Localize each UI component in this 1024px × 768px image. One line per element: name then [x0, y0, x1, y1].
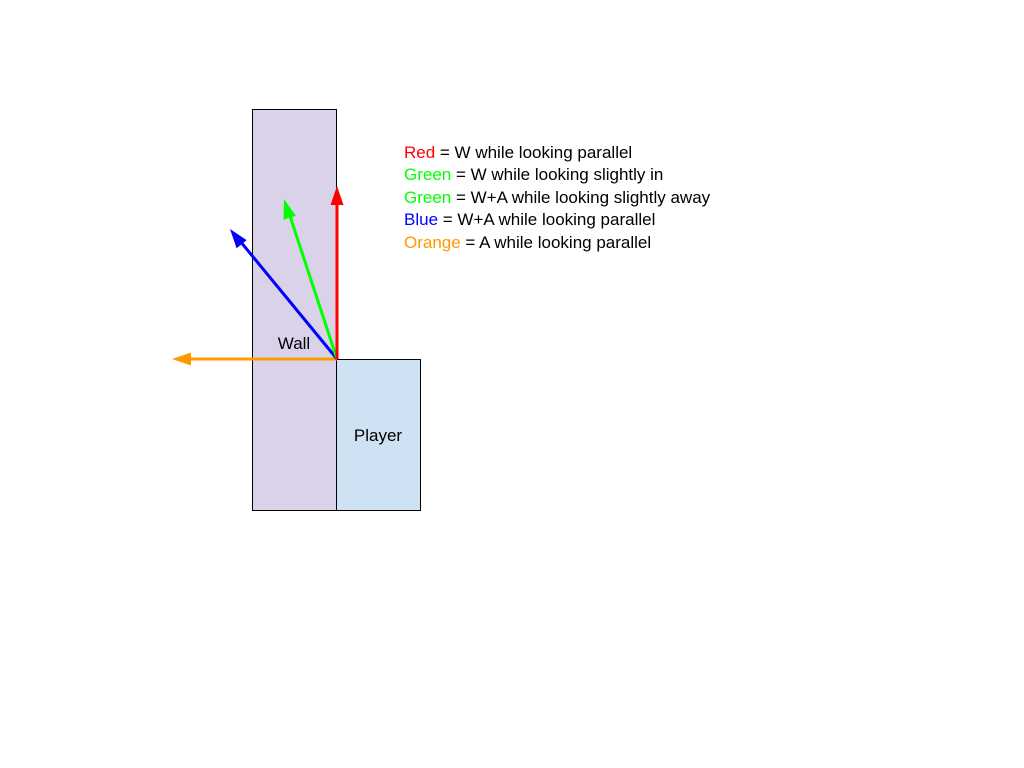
green-arrow — [283, 199, 339, 360]
legend-color-name: Red — [404, 143, 436, 162]
red-arrow — [330, 186, 344, 359]
orange-arrow — [172, 352, 337, 366]
legend-color-name: Green — [404, 165, 452, 185]
legend-description: = W while looking slightly in — [451, 165, 664, 185]
wall-label: Wall — [278, 334, 310, 353]
legend-item-green-in: Green = W while looking slightly in — [404, 164, 710, 186]
legend-item-green-away: Green = W+A while looking slightly away — [404, 187, 710, 209]
legend-item-red: Red = W while looking parallel — [404, 142, 710, 164]
legend-description: = A while looking parallel — [460, 232, 652, 252]
blue-arrow — [230, 229, 339, 360]
legend-color-name: Blue — [404, 210, 439, 230]
legend-item-orange: Orange = A while looking parallel — [404, 232, 710, 254]
player-label: Player — [354, 426, 403, 445]
legend: Red = W while looking parallel Green = W… — [404, 142, 710, 254]
legend-description: = W while looking parallel — [435, 143, 633, 162]
legend-color-name: Orange — [404, 232, 461, 252]
player-block — [336, 359, 421, 511]
legend-description: = W+A while looking parallel — [438, 210, 656, 230]
legend-color-name: Green — [404, 187, 452, 207]
legend-description: = W+A while looking slightly away — [451, 187, 711, 207]
wall-block — [252, 109, 337, 511]
legend-item-blue: Blue = W+A while looking parallel — [404, 209, 710, 231]
